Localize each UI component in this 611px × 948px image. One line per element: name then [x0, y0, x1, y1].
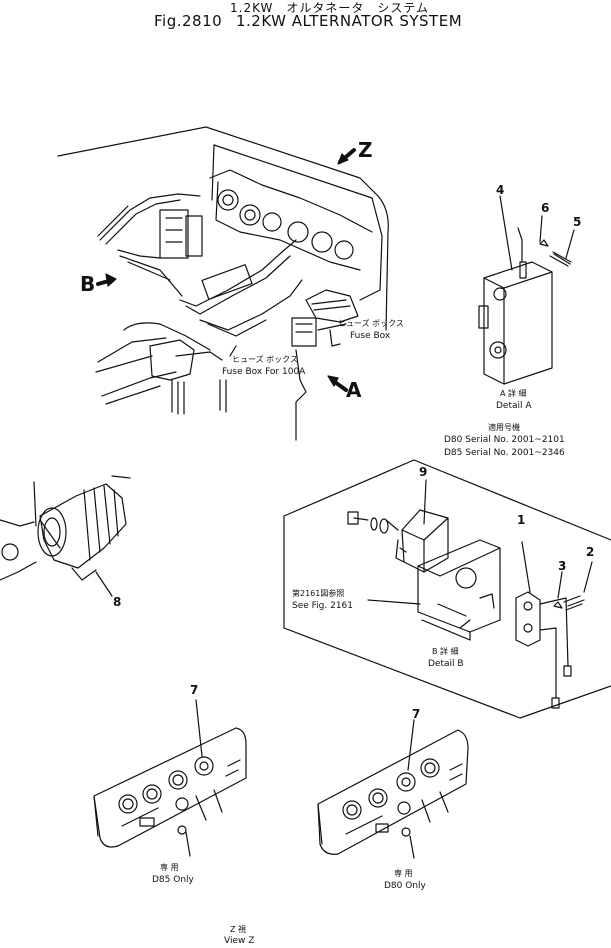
figure-title: 1.2KW ALTERNATOR SYSTEM — [236, 12, 463, 30]
detail-a-drawing — [479, 196, 574, 384]
see-fig-label-jp: 第2161図参照 — [292, 589, 345, 598]
detail-b-label: Detail B — [428, 659, 464, 669]
view-b-arrowhead — [106, 274, 116, 286]
d85-panel-drawing — [94, 700, 246, 856]
part-number-8: 8 — [113, 595, 122, 609]
d80-panel-drawing — [318, 720, 468, 858]
serial-d80: D80 Serial No. 2001~2101 — [444, 435, 565, 445]
part-number-6: 6 — [541, 201, 550, 215]
fuse-box-label: Fuse Box — [350, 331, 391, 341]
serial-heading-jp: 適用号機 — [488, 423, 520, 432]
fuse-box-100a-label-jp: ヒューズ ボックス — [232, 355, 298, 364]
d85-only-label: D85 Only — [152, 875, 194, 885]
figure-number: Fig.2810 — [154, 12, 223, 30]
part-number-9: 9 — [419, 465, 428, 479]
fuse-box-100a-label: Fuse Box For 100A — [222, 367, 306, 377]
d80-only-label: D80 Only — [384, 881, 426, 891]
view-z-arrowhead — [338, 154, 348, 164]
main-assembly-drawing — [58, 127, 388, 440]
see-fig-label: See Fig. 2161 — [292, 601, 354, 611]
subtitle-japanese: 1.2KW オルタネータ システム — [230, 1, 430, 15]
d85-only-label-jp: 専 用 — [160, 863, 179, 872]
view-b-marker: B — [80, 272, 96, 296]
view-z-marker: Z — [358, 138, 373, 162]
detail-a-label-jp: A 詳 細 — [500, 389, 527, 398]
fuse-box-label-jp: ヒューズ ボックス — [338, 319, 404, 328]
part-number-1: 1 — [517, 513, 526, 527]
detail-a-label: Detail A — [496, 401, 532, 411]
view-a-marker: A — [346, 378, 362, 402]
part-number-7-d80: 7 — [412, 707, 421, 721]
detail-b-label-jp: B 詳 細 — [432, 647, 459, 656]
serial-d85: D85 Serial No. 2001~2346 — [444, 448, 565, 458]
detail-b-frame — [284, 460, 611, 718]
part-number-2: 2 — [586, 545, 595, 559]
part-number-7-d85: 7 — [190, 683, 199, 697]
detail-b-drawing — [348, 480, 592, 708]
alternator-drawing — [0, 476, 130, 596]
part-number-3: 3 — [558, 559, 567, 573]
view-z-label-jp: Z 視 — [230, 925, 247, 934]
part-number-4: 4 — [496, 183, 505, 197]
part-number-5: 5 — [573, 215, 582, 229]
view-z-label: View Z — [224, 936, 255, 946]
view-a-arrowhead — [328, 376, 338, 386]
d80-only-label-jp: 専 用 — [394, 869, 413, 878]
